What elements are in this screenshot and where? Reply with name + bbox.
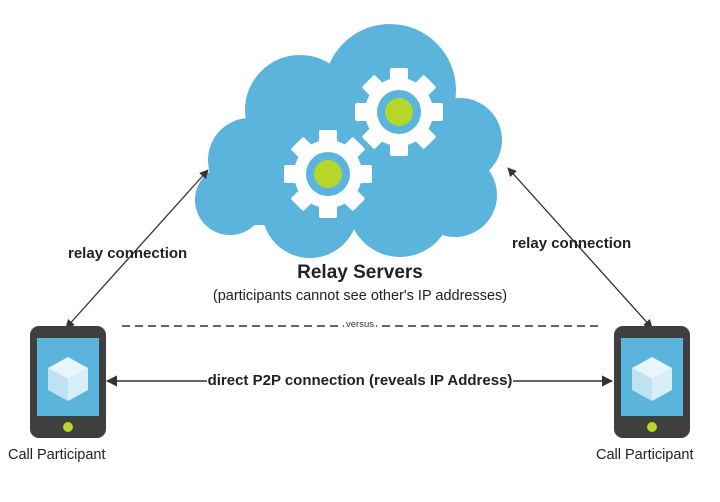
relay-servers-title: Relay Servers [297,262,423,283]
gear-icon [284,130,372,218]
direct-p2p-label: direct P2P connection (reveals IP Addres… [206,372,514,389]
relay-connection-label-right: relay connection [512,235,632,252]
phone-icon [30,326,106,438]
direct-p2p-label-wrap: direct P2P connection (reveals IP Addres… [0,372,720,389]
versus-label-wrap: versus [0,319,720,330]
participant-label-left: Call Participant [8,447,106,463]
home-button-icon [63,422,73,432]
phone-icon [614,326,690,438]
participant-label-right: Call Participant [596,447,694,463]
relay-arrow-left [65,169,209,329]
home-button-icon [647,422,657,432]
relay-servers-subtitle: (participants cannot see other's IP addr… [212,288,508,304]
gear-icon [355,68,443,156]
cube-icon [632,357,672,401]
versus-label: versus [344,319,376,330]
cube-icon [48,357,88,401]
cloud-icon [195,24,502,258]
relay-arrow-right [507,167,653,329]
relay-connection-label-left: relay connection [68,245,188,262]
